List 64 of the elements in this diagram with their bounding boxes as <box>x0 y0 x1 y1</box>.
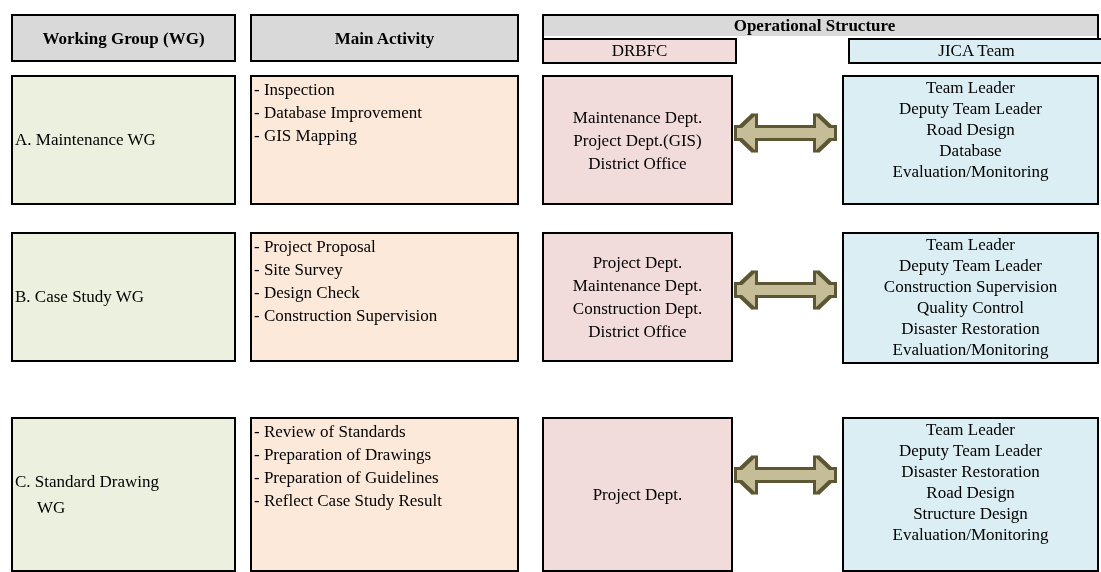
activity-box <box>250 75 519 205</box>
structure-header-box <box>542 14 1099 62</box>
working-group-name: B. Case Study WG <box>15 286 146 308</box>
department-box <box>542 75 733 205</box>
column-header: Working Group (WG) <box>42 27 205 50</box>
subheader-box <box>848 38 1101 64</box>
department-name: Project Dept.(GIS) <box>573 129 702 152</box>
activity-item: - Preparation of Guidelines <box>254 467 440 489</box>
working-group-box <box>11 75 236 205</box>
activity-item: - Preparation of Drawings <box>254 444 433 466</box>
department-name: Construction Dept. <box>572 298 703 320</box>
working-group-box <box>11 232 236 362</box>
team-role: Deputy Team Leader <box>899 98 1042 119</box>
team-role: Disaster Restoration <box>901 461 1040 482</box>
team-role: Evaluation/Monitoring <box>892 339 1049 360</box>
department-name: Project Dept. <box>592 252 683 274</box>
department-box <box>542 232 733 362</box>
team-role: Team Leader <box>926 234 1015 255</box>
department-name: District Office <box>588 152 687 175</box>
working-group-name: C. Standard Drawing WG <box>15 470 160 519</box>
activity-item: - Site Survey <box>254 259 344 281</box>
activity-item: - Design Check <box>254 282 361 304</box>
subheader-label: DRBFC <box>611 41 668 61</box>
working-group-name: A. Maintenance WG <box>15 129 157 151</box>
activity-box <box>250 232 519 362</box>
activity-item: - Reflect Case Study Result <box>254 490 443 512</box>
team-role: Team Leader <box>926 77 1015 98</box>
team-role: Quality Control <box>916 297 1025 318</box>
team-role: Database <box>939 140 1002 161</box>
activity-item: - Inspection <box>254 79 336 101</box>
column-header: Main Activity <box>334 27 435 50</box>
team-role: Evaluation/Monitoring <box>892 524 1049 545</box>
activity-item: - Database Improvement <box>254 102 424 124</box>
team-role: Road Design <box>926 119 1015 140</box>
team-role: Construction Supervision <box>883 276 1058 297</box>
team-role: Structure Design <box>913 503 1028 524</box>
department-name: Maintenance Dept. <box>572 275 703 297</box>
team-role-box <box>842 417 1099 572</box>
column-header-box <box>250 14 519 62</box>
double-arrow <box>737 273 834 307</box>
team-role: Deputy Team Leader <box>899 440 1042 461</box>
activity-item: - Project Proposal <box>254 236 377 258</box>
activity-box <box>250 417 519 572</box>
team-role: Team Leader <box>926 419 1015 440</box>
working-group-box <box>11 417 236 572</box>
column-header: Operational Structure <box>544 16 1097 36</box>
team-role: Disaster Restoration <box>901 318 1040 339</box>
team-role-box <box>842 75 1099 205</box>
double-arrow <box>737 458 834 492</box>
activity-item: - GIS Mapping <box>254 125 358 147</box>
team-role: Road Design <box>926 482 1015 503</box>
department-name: District Office <box>588 321 687 343</box>
subheader-box <box>542 38 737 64</box>
activity-item: - Construction Supervision <box>254 305 439 327</box>
activity-item: - Review of Standards <box>254 421 407 443</box>
double-arrow <box>737 116 834 150</box>
team-role: Deputy Team Leader <box>899 255 1042 276</box>
team-role-box <box>842 232 1099 364</box>
department-name: Maintenance Dept. <box>572 106 703 129</box>
column-header-box <box>11 14 236 62</box>
subheader-label: JICA Team <box>938 41 1015 61</box>
department-box <box>542 417 733 572</box>
team-role: Evaluation/Monitoring <box>892 161 1049 182</box>
department-name: Project Dept. <box>592 484 683 506</box>
